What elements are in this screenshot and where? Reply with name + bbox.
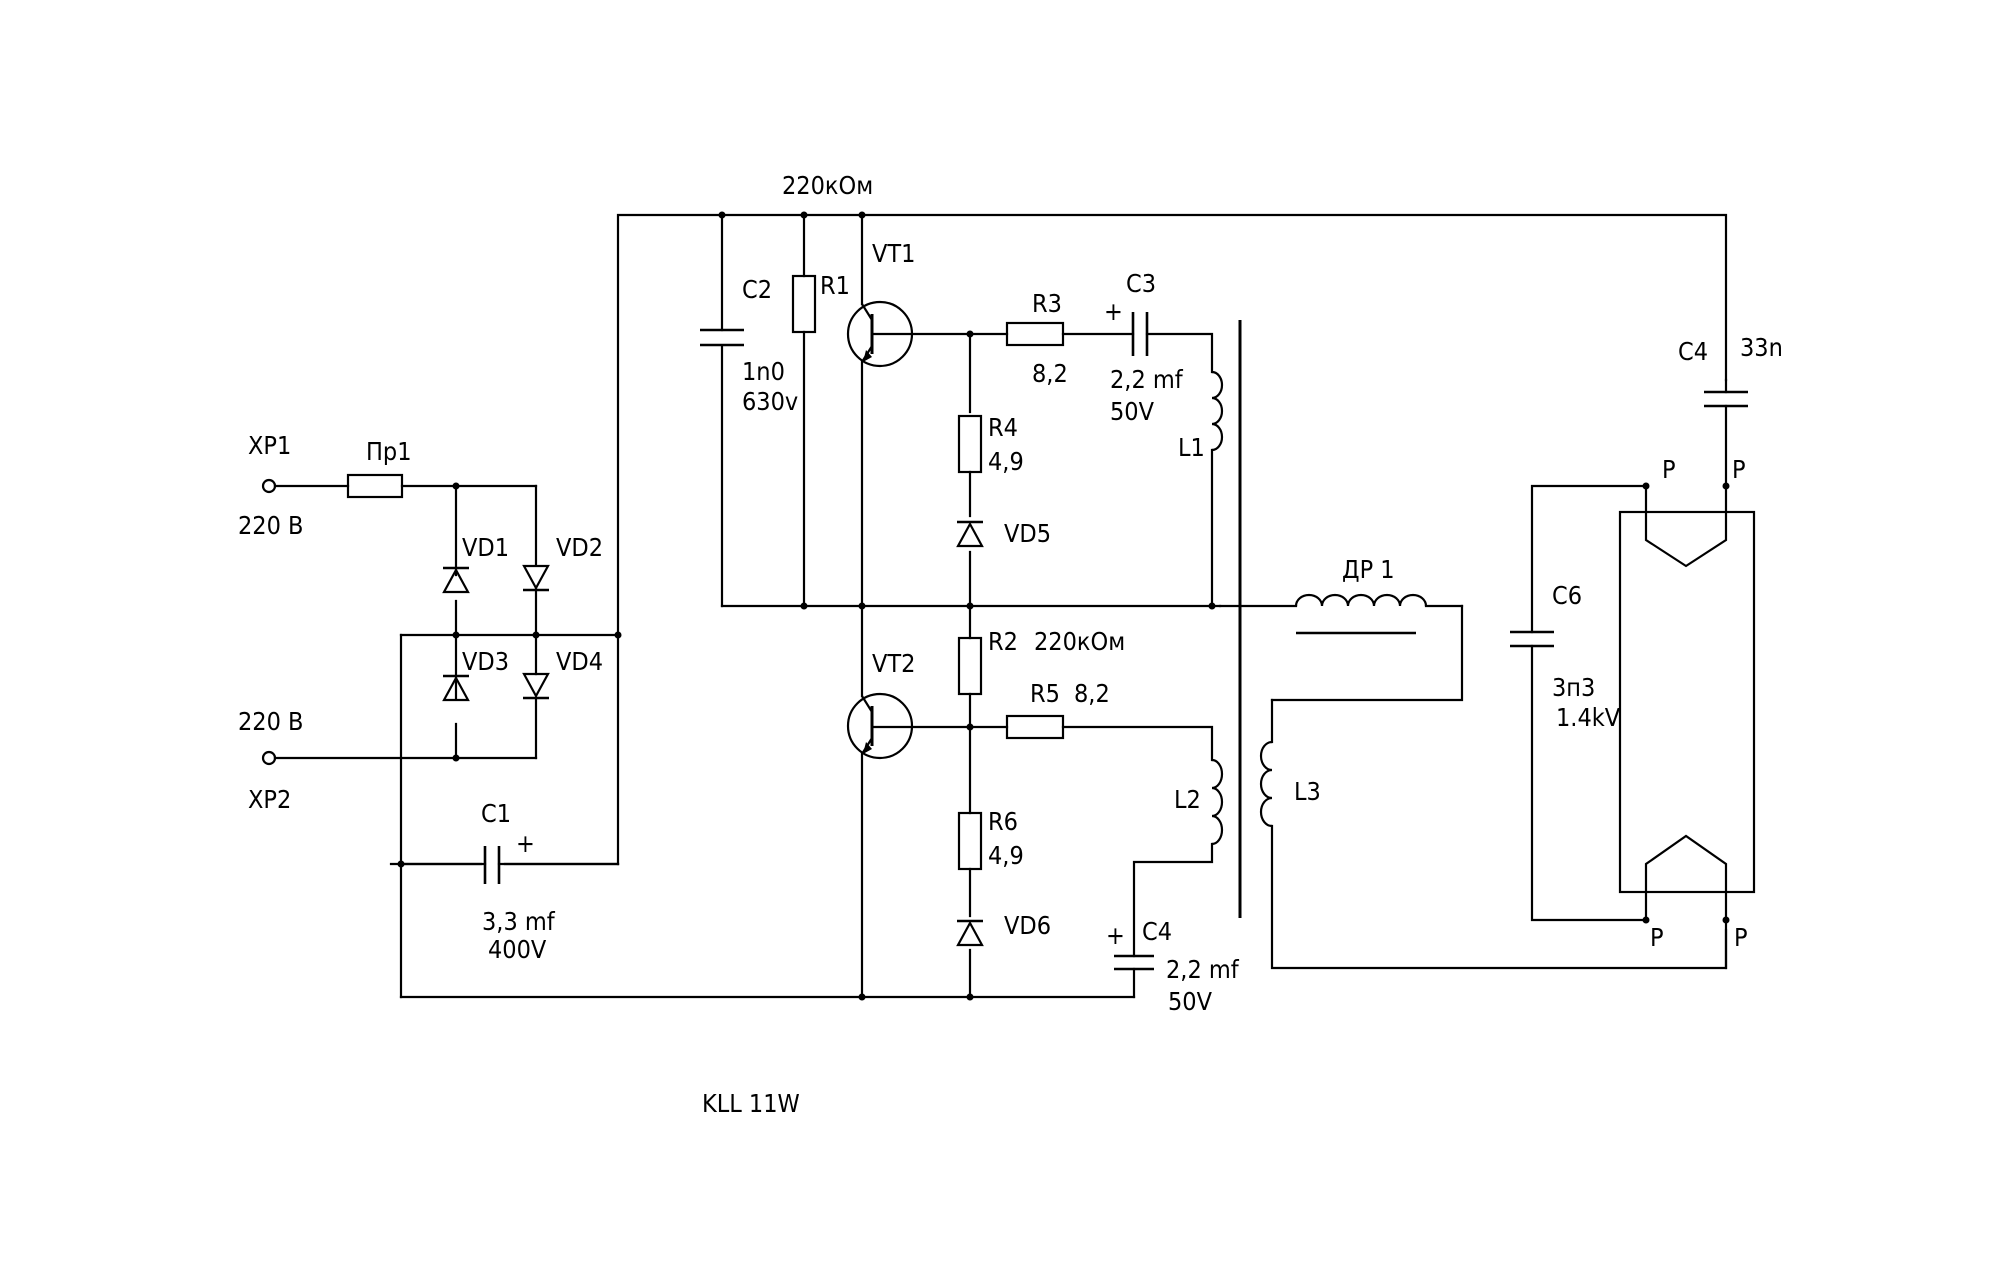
diode-vd4: [521, 672, 551, 700]
capacitor-c1: [399, 846, 620, 884]
label-r2: R2: [988, 627, 1018, 656]
label-vd1: VD1: [462, 533, 509, 562]
label-c6: C6: [1552, 581, 1582, 610]
label-c4-lower: C4: [1142, 917, 1172, 946]
label-c1: C1: [481, 799, 511, 828]
caption: KLL 11W: [702, 1089, 800, 1118]
capacitor-c4: [1704, 378, 1748, 488]
label-p2: P: [1732, 455, 1746, 484]
vt2-base-network: [968, 714, 1224, 999]
transistor-vt2: [846, 604, 972, 999]
label-c4-value: 33n: [1740, 333, 1783, 362]
fuse-pr1: [346, 473, 404, 499]
label-vd5: VD5: [1004, 519, 1051, 548]
label-r3-value: 8,2: [1032, 359, 1068, 388]
label-c3: C3: [1126, 269, 1156, 298]
label-r6: R6: [988, 807, 1018, 836]
label-c2: C2: [742, 275, 772, 304]
xp2-terminal: [261, 750, 277, 766]
label-220v-a: 220 В: [238, 511, 304, 540]
transistor-vt1: [846, 213, 972, 608]
label-p3: P: [1650, 923, 1664, 952]
label-vd4: VD4: [556, 647, 603, 676]
label-r4-value: 4,9: [988, 447, 1024, 476]
diode-vd2: [521, 564, 551, 592]
label-dr1: ДР 1: [1342, 555, 1395, 584]
capacitor-c6: [1510, 484, 1648, 922]
label-c1-plus: +: [516, 829, 535, 858]
resistor-r1: [791, 274, 817, 334]
label-r3: R3: [1032, 289, 1062, 318]
xp1-terminal: [261, 478, 277, 494]
label-c3-voltage: 50V: [1110, 397, 1155, 426]
label-c1-voltage: 400V: [488, 935, 547, 964]
inductor-l3: [1259, 604, 1728, 970]
diode-vd1: [441, 566, 471, 594]
resistor-r6: [957, 811, 983, 871]
label-c2-value: 1n0: [742, 357, 785, 386]
label-vd6: VD6: [1004, 911, 1051, 940]
label-l2: L2: [1174, 785, 1201, 814]
label-c4: C4: [1678, 337, 1708, 366]
label-r4: R4: [988, 413, 1018, 442]
component-labels: XP1 220 В 220 В XP2 Пр1 VD1 VD2 VD3 VD4 …: [238, 171, 1783, 1118]
label-r5-value: 8,2: [1074, 679, 1110, 708]
label-r5: R5: [1030, 679, 1060, 708]
label-l1: L1: [1178, 433, 1205, 462]
diode-vd5: [955, 520, 985, 548]
label-c3-value: 2,2 mf: [1110, 365, 1184, 394]
label-xp2: XP2: [248, 785, 291, 814]
diode-vd6: [955, 919, 985, 947]
inductor-l1: [1211, 370, 1224, 452]
label-c3-plus: +: [1104, 297, 1123, 326]
label-xp1: XP1: [248, 431, 291, 460]
label-vt2: VT2: [872, 649, 915, 678]
label-p4: P: [1734, 923, 1748, 952]
label-r6-value: 4,9: [988, 841, 1024, 870]
junction-dots: [397, 211, 1730, 1001]
vt1-base-network: [968, 312, 1224, 608]
label-vd2: VD2: [556, 533, 603, 562]
label-c2-voltage: 630v: [742, 387, 798, 416]
inductor-l2: [1211, 758, 1224, 846]
label-c4-lower-voltage: 50V: [1168, 987, 1213, 1016]
lamp-tube: [1618, 486, 1756, 970]
label-r1: R1: [820, 271, 850, 300]
choke-dr1: [1218, 593, 1464, 635]
label-vd3: VD3: [462, 647, 509, 676]
label-p1: P: [1662, 455, 1676, 484]
label-c6-voltage: 1.4kV: [1556, 703, 1621, 732]
resistor-r4: [957, 414, 983, 474]
label-r2-value: 220кОм: [1034, 627, 1125, 656]
label-vt1: VT1: [872, 239, 915, 268]
label-l3: L3: [1294, 777, 1321, 806]
r4-vd5-branch: [955, 332, 985, 608]
r2-branch: [957, 604, 983, 729]
label-c6-value: 3п3: [1552, 673, 1595, 702]
label-pr1: Пр1: [366, 437, 412, 466]
label-c4-lower-plus: +: [1106, 921, 1125, 950]
label-c4-lower-value: 2,2 mf: [1166, 955, 1240, 984]
label-c1-value: 3,3 mf: [482, 907, 556, 936]
resistor-r3: [1005, 321, 1065, 347]
label-r1-value: 220кОм: [782, 171, 873, 200]
resistor-r2: [957, 636, 983, 696]
resistor-r5: [1005, 714, 1065, 740]
r6-vd6-branch: [955, 725, 985, 999]
label-220v-b: 220 В: [238, 707, 304, 736]
